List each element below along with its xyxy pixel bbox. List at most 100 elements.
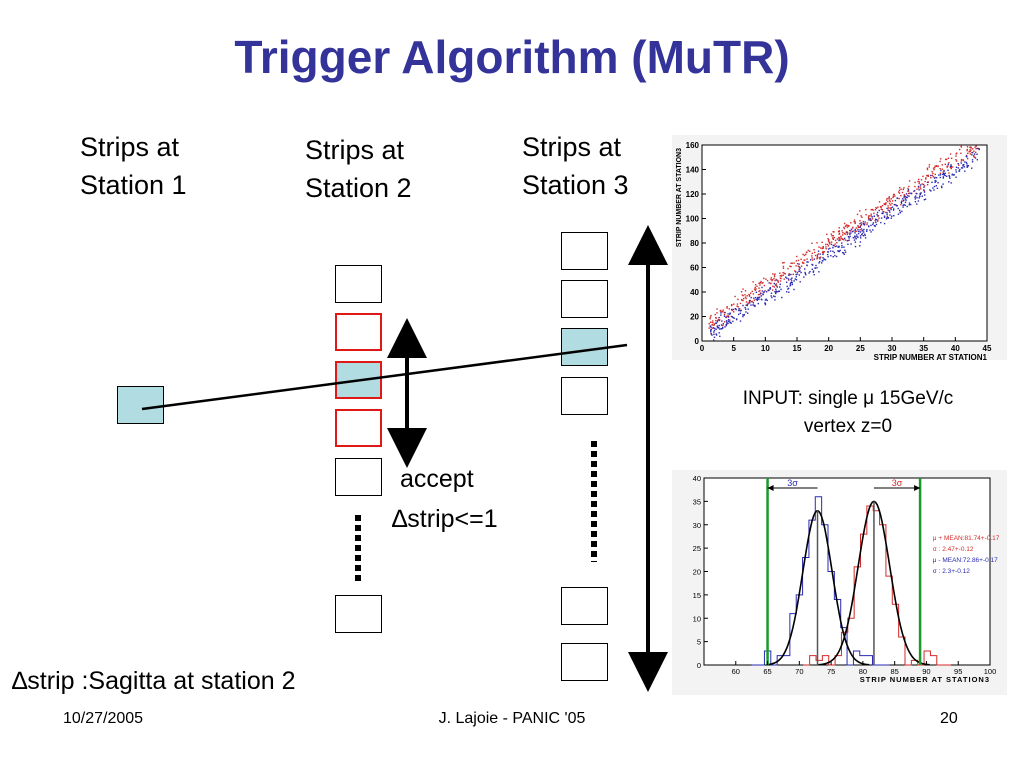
scatter-point xyxy=(838,236,840,239)
scatter-point xyxy=(923,199,926,201)
scatter-point xyxy=(843,226,845,229)
scatter-point xyxy=(724,326,726,328)
scatter-point xyxy=(900,194,902,197)
scatter-point xyxy=(850,222,852,224)
scatter-point xyxy=(941,164,943,166)
scatter-point xyxy=(708,323,710,325)
scatter-point xyxy=(900,201,902,203)
scatter-point xyxy=(844,239,847,241)
scatter-point xyxy=(848,232,850,234)
scatter-point xyxy=(858,226,861,228)
scatter-point xyxy=(975,147,977,150)
scatter-point xyxy=(945,158,948,161)
scatter-point xyxy=(722,311,724,313)
scatter-point xyxy=(872,222,875,224)
scatter-point xyxy=(848,239,850,241)
scatter-point xyxy=(710,330,712,332)
station3-strip xyxy=(561,587,608,625)
scatter-point xyxy=(834,243,836,245)
scatter-point xyxy=(948,162,950,164)
scatter-point xyxy=(723,321,726,323)
scatter-point xyxy=(710,328,712,330)
scatter-point xyxy=(817,253,820,255)
scatter-point xyxy=(872,223,874,226)
scatter-point xyxy=(738,313,740,316)
scatter-point xyxy=(856,236,858,238)
scatter-point xyxy=(795,279,798,281)
scatter-point xyxy=(918,197,920,199)
scatter-point xyxy=(876,211,879,214)
scatter-point xyxy=(816,256,819,258)
scatter-point xyxy=(733,303,735,305)
scatter-point xyxy=(764,290,766,292)
scatter-point xyxy=(968,150,970,153)
accept-label: accept xyxy=(400,465,474,493)
scatter-point xyxy=(726,306,728,308)
scatter-point xyxy=(709,316,712,318)
scatter-point xyxy=(877,220,879,222)
scatter-point xyxy=(760,280,762,283)
scatter-point xyxy=(786,291,788,293)
scatter-point xyxy=(787,267,789,270)
scatter-point xyxy=(813,249,815,251)
scatter-point xyxy=(942,176,944,178)
scatter-point xyxy=(765,278,767,280)
scatter-point xyxy=(942,173,944,176)
scatter-point xyxy=(923,185,926,187)
scatter-point xyxy=(903,187,905,189)
scatter-point xyxy=(957,163,959,165)
scatter-point xyxy=(884,202,887,205)
x-tick-label: 80 xyxy=(859,667,867,676)
scatter-point xyxy=(753,297,755,299)
scatter-point xyxy=(718,316,720,319)
scatter-point xyxy=(951,166,954,168)
scatter-point xyxy=(901,198,904,200)
scatter-point xyxy=(854,232,856,234)
scatter-point xyxy=(753,288,756,290)
scatter-point xyxy=(801,261,804,263)
scatter-point xyxy=(838,237,841,239)
scatter-point xyxy=(770,278,772,281)
scatter-point xyxy=(754,289,757,291)
fit-stat-text: μ - MEAN:72.86+-0.17 xyxy=(933,557,998,564)
scatter-point xyxy=(750,304,752,306)
scatter-point xyxy=(889,207,891,209)
scatter-point xyxy=(838,245,840,247)
scatter-point xyxy=(745,301,748,303)
scatter-point xyxy=(935,165,937,167)
scatter-point xyxy=(941,185,943,188)
scatter-point xyxy=(966,166,968,168)
scatter-point xyxy=(806,264,808,266)
scatter-point xyxy=(761,290,764,292)
scatter-point xyxy=(758,287,760,289)
scatter-point xyxy=(854,235,856,237)
scatter-point xyxy=(955,160,958,162)
station3-strip xyxy=(561,232,608,270)
scatter-point xyxy=(944,174,946,177)
scatter-point xyxy=(863,224,866,226)
scatter-point xyxy=(779,283,781,285)
scatter-point xyxy=(819,258,821,260)
scatter-point xyxy=(803,262,805,264)
scatter-point xyxy=(834,254,836,257)
scatter-point xyxy=(965,161,968,164)
scatter-point xyxy=(897,207,899,210)
scatter-point xyxy=(783,278,785,280)
scatter-point xyxy=(828,239,830,241)
y-tick-label: 60 xyxy=(690,264,699,273)
scatter-point xyxy=(727,322,729,325)
fit-stat-text: σ : 2.3+-0.12 xyxy=(933,568,970,575)
scatter-point xyxy=(903,203,905,206)
scatter-point xyxy=(881,209,883,211)
scatter-point xyxy=(710,314,712,317)
scatter-point xyxy=(821,241,823,243)
scatter-point xyxy=(750,296,752,299)
scatter-point xyxy=(773,275,776,278)
scatter-point xyxy=(900,204,902,206)
scatter-point xyxy=(932,187,934,189)
scatter-point xyxy=(947,165,949,167)
scatter-point xyxy=(799,281,801,283)
scatter-point xyxy=(811,259,814,261)
scatter-point xyxy=(973,155,975,158)
